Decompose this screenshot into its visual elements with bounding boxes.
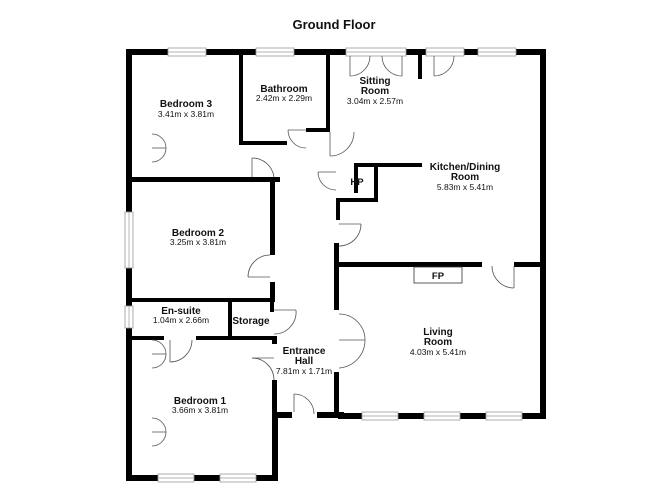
- storage-name: Storage: [232, 316, 270, 327]
- sitting-name-line1: Sitting: [359, 76, 390, 87]
- interior-walls: [126, 55, 544, 418]
- room-labels: Bedroom 3 3.41m x 3.81m Bathroom 2.42m x…: [153, 76, 500, 415]
- kitchen-dims: 5.83m x 5.41m: [437, 182, 493, 192]
- bathroom-name: Bathroom: [260, 84, 307, 95]
- ensuite-dims: 1.04m x 2.66m: [153, 315, 209, 325]
- fireplace-symbol: [413, 266, 463, 284]
- living-name-line1: Living: [423, 327, 452, 338]
- bedroom3-name: Bedroom 3: [160, 99, 213, 110]
- kitchen-name-line2: Room: [451, 172, 479, 183]
- living-dims: 4.03m x 5.41m: [410, 347, 466, 357]
- bedroom3-dims: 3.41m x 3.81m: [158, 109, 214, 119]
- bedroom1-name: Bedroom 1: [174, 396, 227, 407]
- hall-name-line1: Entrance: [283, 346, 326, 357]
- sitting-name-line2: Room: [361, 86, 389, 97]
- fireplace-label: FP: [432, 271, 445, 282]
- doors: [151, 55, 515, 447]
- bedroom2-dims: 3.25m x 3.81m: [170, 237, 226, 247]
- bathroom-dims: 2.42m x 2.29m: [256, 93, 312, 103]
- hall-name-line2: Hall: [295, 356, 314, 367]
- heat-pump-label: HP: [350, 177, 364, 188]
- living-name-line2: Room: [424, 337, 452, 348]
- sitting-dims: 3.04m x 2.57m: [347, 96, 403, 106]
- plan-title: Ground Floor: [292, 17, 375, 32]
- hall-dims: 7.81m x 1.71m: [276, 366, 332, 376]
- ensuite-name: En-suite: [161, 306, 201, 317]
- windows: [124, 47, 523, 483]
- bedroom2-name: Bedroom 2: [172, 228, 225, 239]
- bedroom1-dims: 3.66m x 3.81m: [172, 405, 228, 415]
- kitchen-name-line1: Kitchen/Dining: [430, 162, 501, 173]
